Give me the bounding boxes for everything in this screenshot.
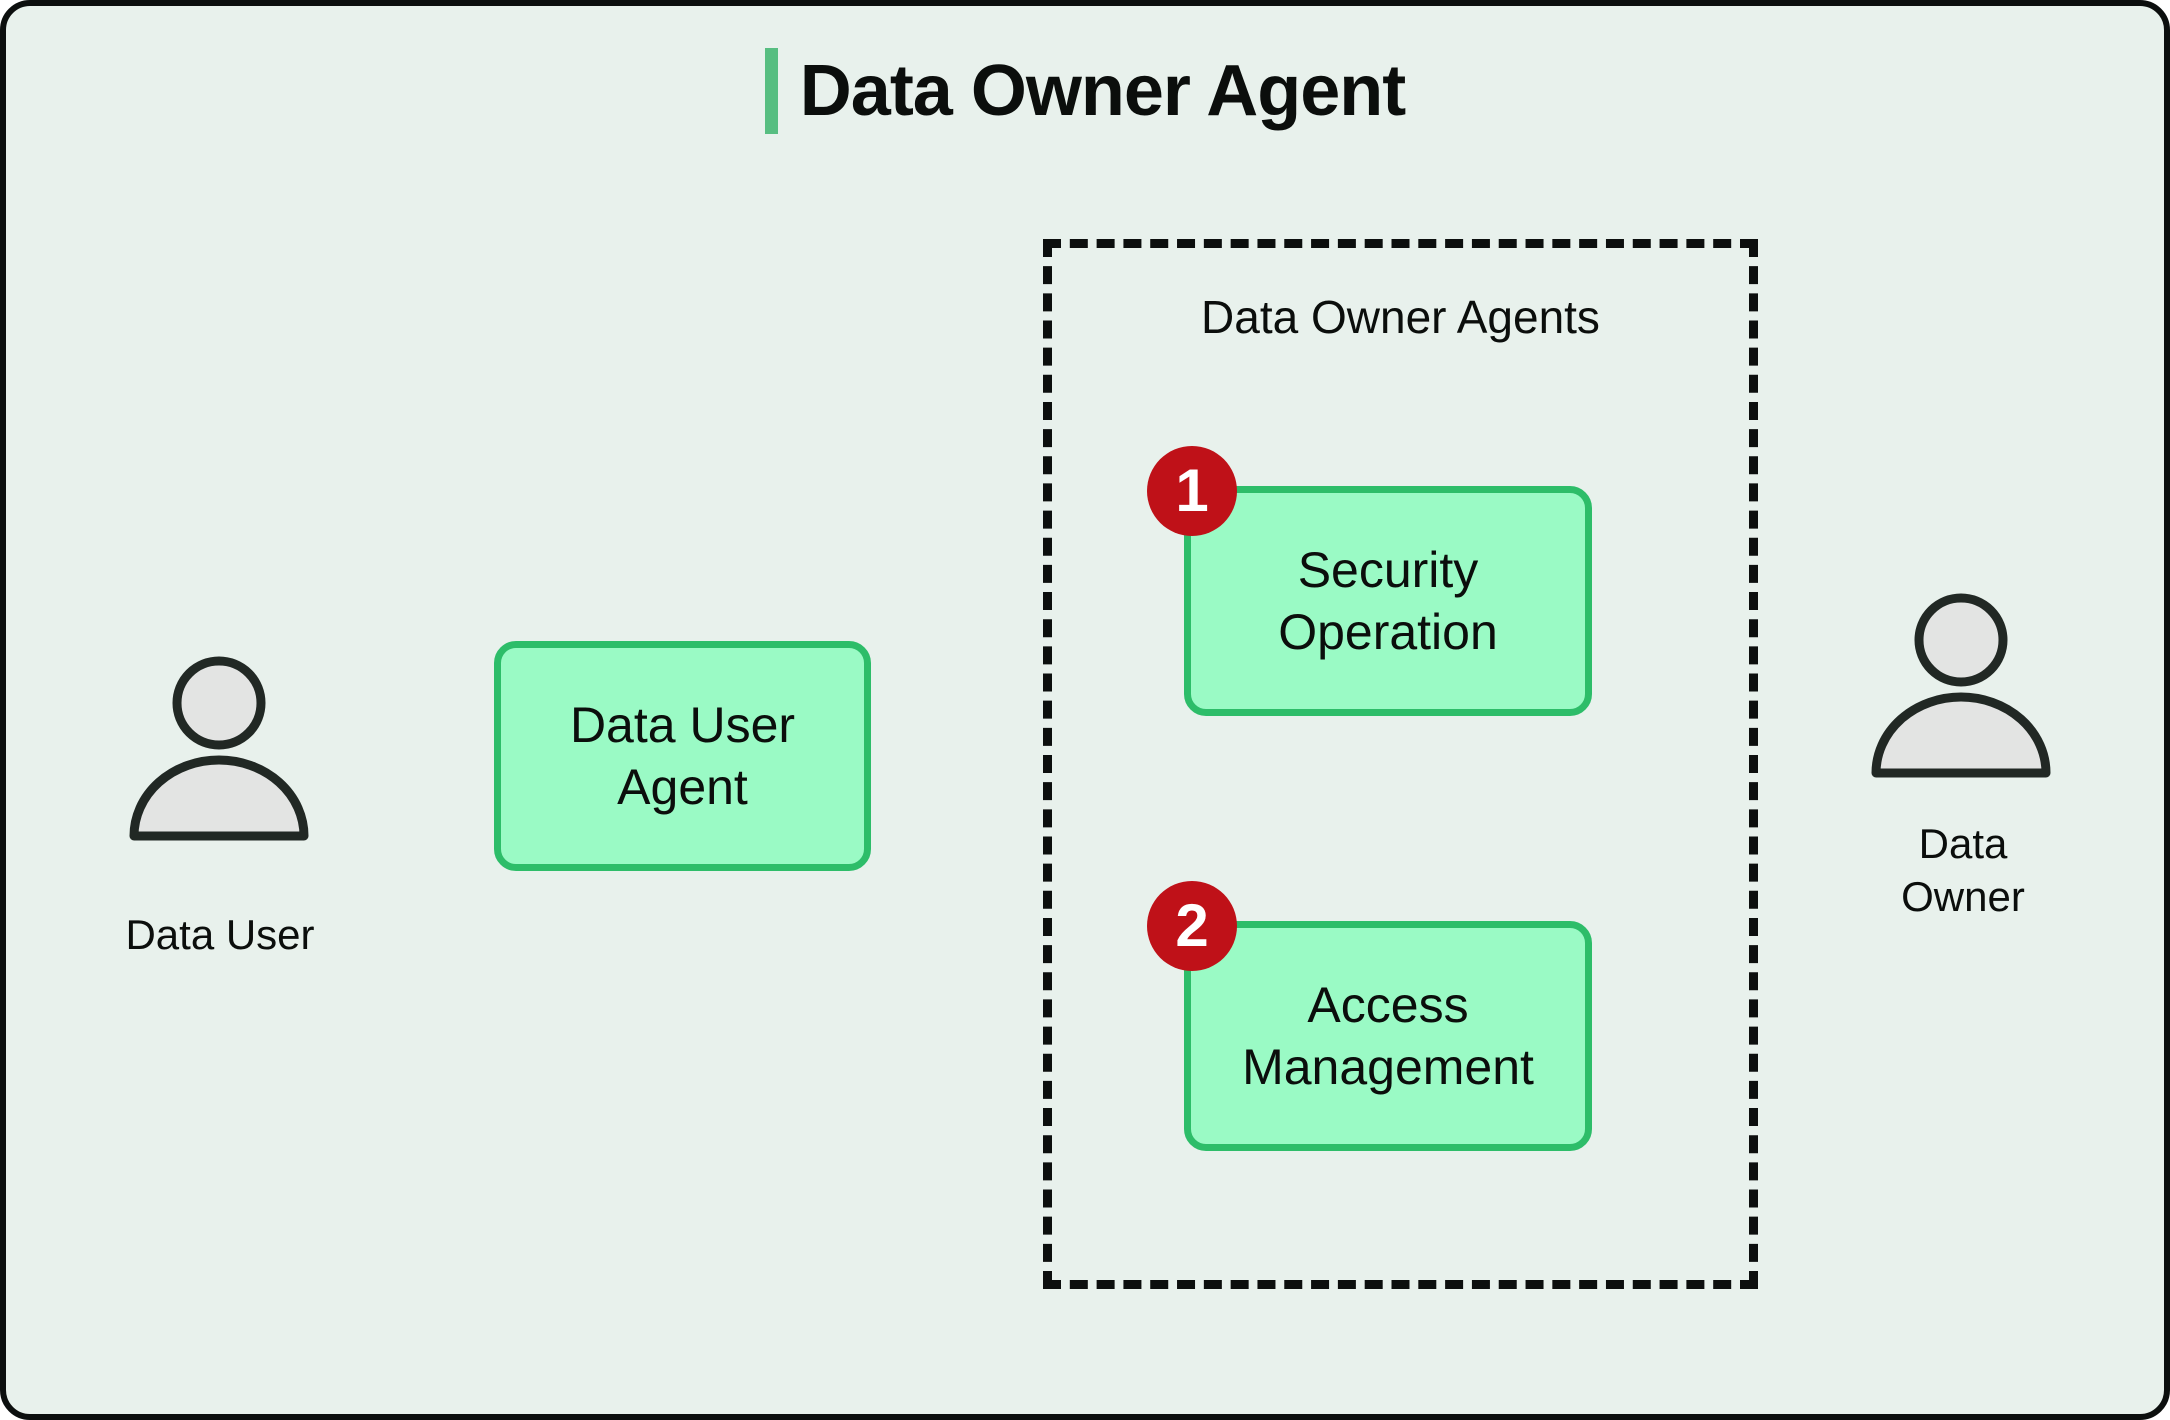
page-title: Data Owner Agent — [799, 51, 1406, 131]
step-badge-1: 1 — [1147, 446, 1237, 536]
agent-box-data-user-agent: Data User Agent — [494, 641, 871, 871]
agent-box-label: Security Operation — [1278, 542, 1498, 660]
step-badge-2: 2 — [1147, 881, 1237, 971]
agent-box-label: Data User Agent — [569, 697, 796, 815]
actor-label-data-owner: Data Owner — [1901, 820, 2025, 920]
agent-group-data-owner-agents: Data Owner Agents — [1043, 239, 1758, 1289]
title-row: Data Owner Agent — [6, 48, 2164, 134]
actor-label-data-user: Data User — [125, 911, 315, 958]
agent-box-security-operation: 1 Security Operation — [1147, 446, 1592, 716]
agent-group-label: Data Owner Agents — [1201, 291, 1600, 343]
person-icon — [129, 656, 309, 841]
agent-box-access-management: 2 Access Management — [1147, 881, 1592, 1151]
person-icon — [1871, 593, 2051, 778]
title-accent-bar — [764, 48, 778, 134]
agent-box-label: Access Management — [1242, 977, 1534, 1095]
